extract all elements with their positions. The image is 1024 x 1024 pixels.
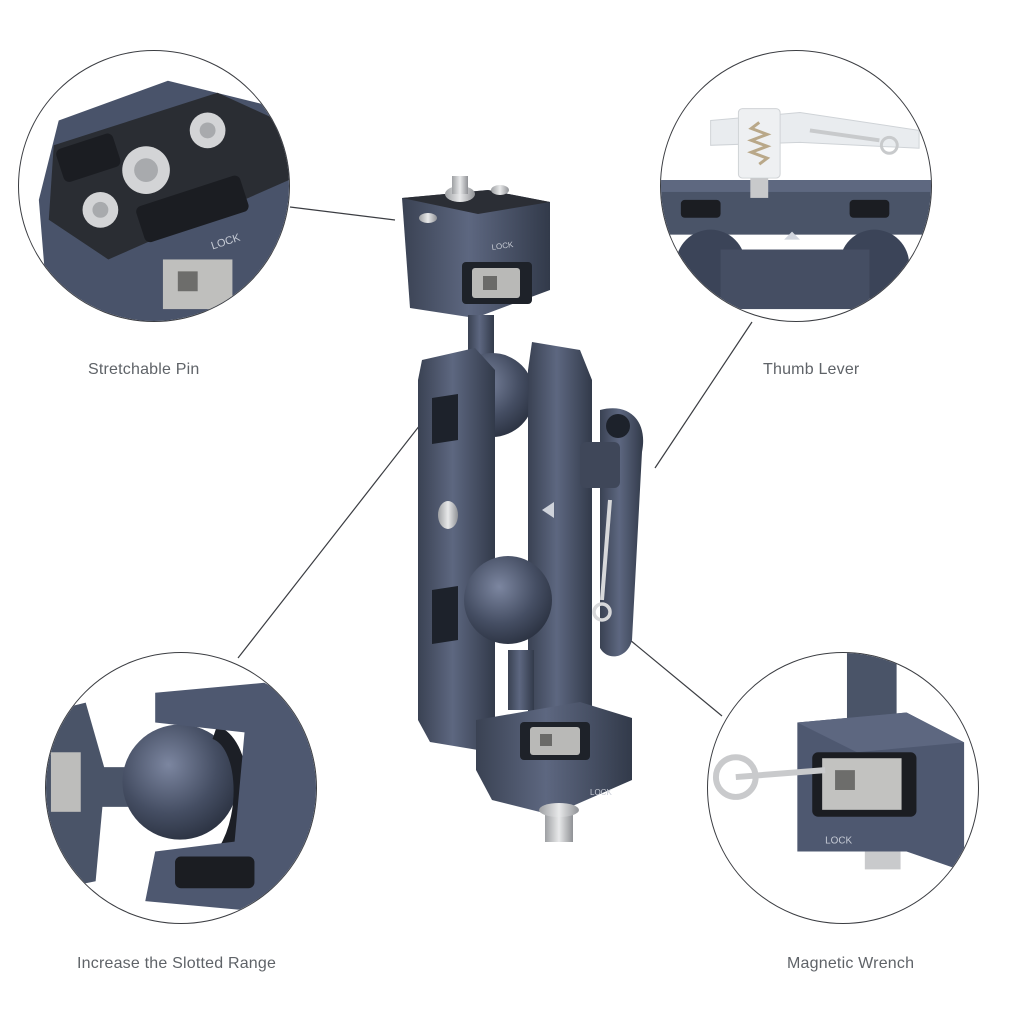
bottom-mount-block: LOCK	[476, 702, 632, 842]
detail-circle-magnetic-wrench: LOCK	[707, 652, 979, 924]
thumb-lever-detail-icon	[661, 108, 931, 310]
wrench-lock-engraving: LOCK	[825, 836, 852, 847]
arm-left-plate	[418, 348, 495, 750]
lower-stem	[508, 650, 534, 710]
detail-circle-thumb-lever	[660, 50, 932, 322]
caption-thumb-lever: Thumb Lever	[763, 361, 860, 378]
caption-slotted-range: Increase the Slotted Range	[77, 955, 277, 972]
arm-right-plate	[528, 342, 592, 750]
magnetic-wrench-detail-icon: LOCK	[712, 653, 965, 872]
detail-circle-slotted-range	[45, 652, 317, 924]
magnet-dot	[438, 501, 458, 529]
magic-arm-product-image: LOCK LOCK	[402, 176, 644, 842]
caption-stretchable-pin: Stretchable Pin	[88, 361, 200, 378]
slotted-range-detail-icon	[46, 682, 316, 912]
top-mount-block: LOCK	[402, 176, 550, 318]
thumb-lever-knob	[580, 408, 644, 657]
stretchable-pin-detail-icon: LOCK	[38, 80, 289, 321]
lower-ball	[464, 556, 552, 644]
detail-circle-stretchable-pin: LOCK	[18, 50, 290, 322]
top-lock-engraving: LOCK	[491, 240, 514, 252]
bottom-lock-engraving: LOCK	[590, 788, 612, 797]
upper-stem	[468, 315, 494, 355]
caption-magnetic-wrench: Magnetic Wrench	[787, 955, 915, 972]
